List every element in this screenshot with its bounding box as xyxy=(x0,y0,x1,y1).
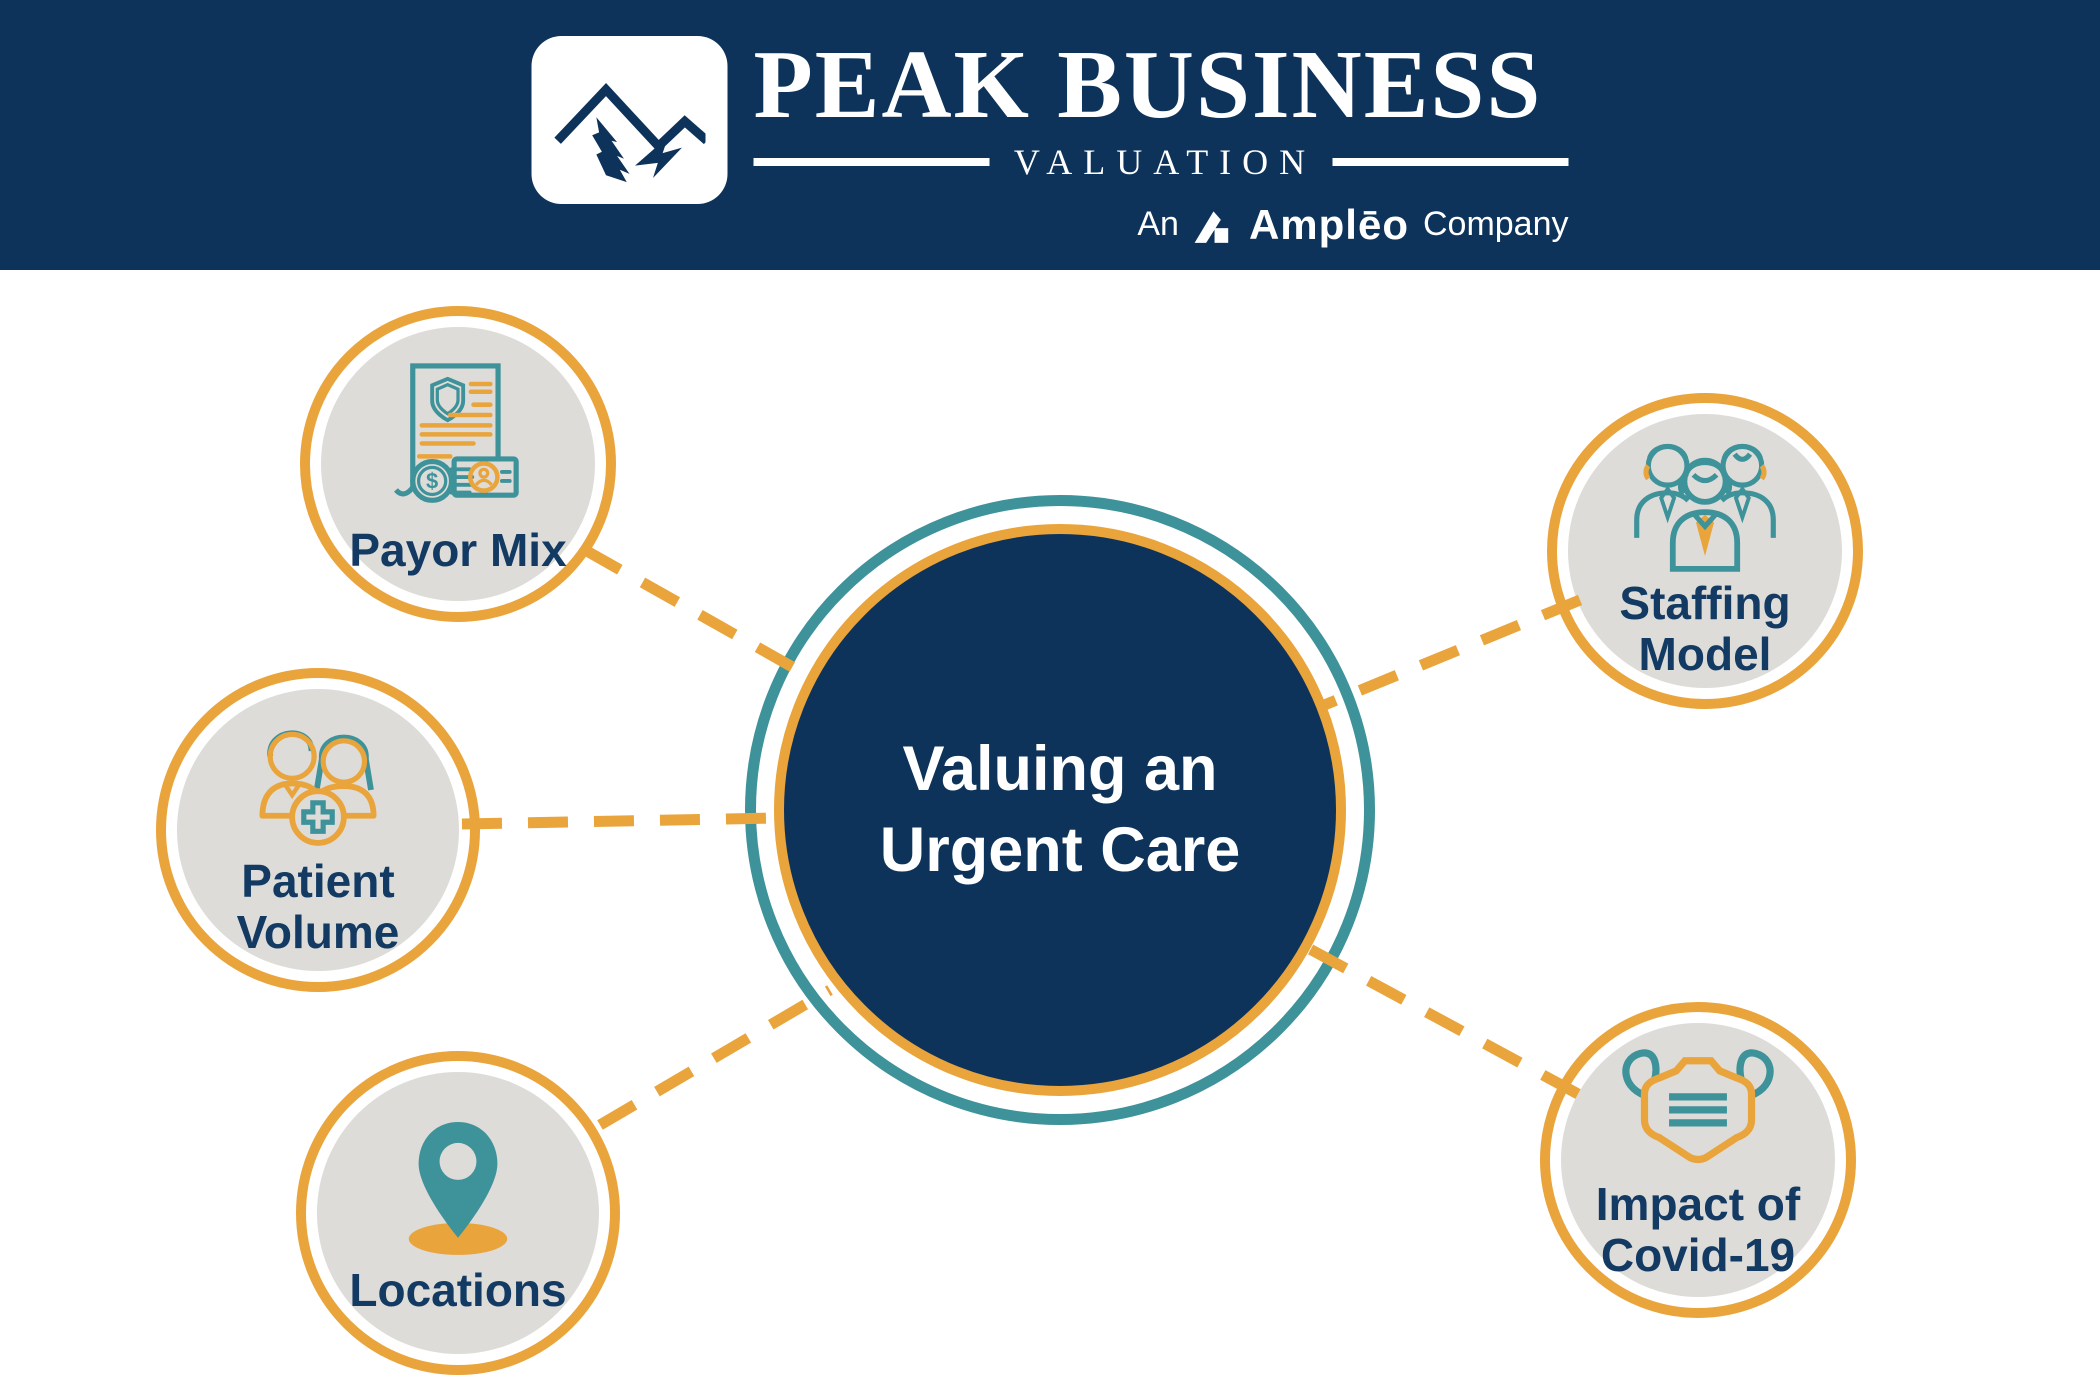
center-title-line1: Valuing an xyxy=(902,734,1218,805)
connector-locations xyxy=(597,985,833,1130)
node-locations-label: Locations xyxy=(349,1263,567,1316)
connector-staffing-model xyxy=(1319,594,1583,712)
brand-text-block: PEAK BUSINESS VALUATION An Amplēo Compan… xyxy=(753,31,1569,249)
patients-icon xyxy=(259,730,377,847)
connector-patient-volume xyxy=(461,812,779,830)
node-patient-volume-bg: Patient Volume xyxy=(177,689,459,971)
subtitle-rule-right xyxy=(1332,157,1569,166)
staff-team-icon xyxy=(1634,444,1776,573)
node-payor-mix-label: Payor Mix xyxy=(349,523,567,576)
ampleo-byline: An Amplēo Company xyxy=(1137,201,1568,249)
node-locations-bg: Locations xyxy=(317,1072,599,1354)
node-impact-covid-label: Impact of Covid-19 xyxy=(1595,1178,1801,1281)
logo-group: PEAK BUSINESS VALUATION An Amplēo Compan… xyxy=(531,0,1569,249)
node-staffing-model-label: Staffing Model xyxy=(1619,577,1791,680)
insurance-document-icon: $ xyxy=(394,363,519,503)
brand-title: PEAK BUSINESS xyxy=(753,31,1543,138)
center-node-valuing-urgent-care: Valuing an Urgent Care xyxy=(745,495,1375,1125)
node-impact-covid: Impact of Covid-19 xyxy=(1540,1002,1856,1318)
byline-brand: Amplēo xyxy=(1248,200,1409,248)
node-patient-volume-label: Patient Volume xyxy=(236,855,400,958)
node-patient-volume: Patient Volume xyxy=(156,668,480,992)
center-title-line2: Urgent Care xyxy=(879,815,1241,885)
peak-logo-box xyxy=(531,36,728,204)
brand-subtitle-row: VALUATION xyxy=(753,141,1569,183)
node-impact-covid-bg: Impact of Covid-19 xyxy=(1561,1023,1835,1297)
subtitle-rule-left xyxy=(753,157,990,166)
byline-prefix: An xyxy=(1137,205,1179,244)
map-pin-icon xyxy=(408,1121,508,1255)
svg-text:$: $ xyxy=(426,468,438,493)
node-payor-mix-bg: $ Payor Mix xyxy=(321,327,595,601)
node-staffing-model: Staffing Model xyxy=(1547,393,1863,709)
mountain-logo-icon xyxy=(554,83,706,183)
node-staffing-model-bg: Staffing Model xyxy=(1568,414,1842,688)
ampleo-mark-icon xyxy=(1195,211,1229,243)
center-node-inner: Valuing an Urgent Care xyxy=(774,524,1346,1096)
face-mask-icon xyxy=(1622,1049,1774,1164)
connector-impact-covid xyxy=(1305,943,1581,1099)
brand-subtitle: VALUATION xyxy=(1013,141,1317,182)
center-title: Valuing an Urgent Care xyxy=(880,729,1241,890)
connector-payor-mix xyxy=(582,545,815,683)
byline-suffix: Company xyxy=(1422,205,1569,244)
node-locations: Locations xyxy=(296,1051,620,1375)
header-banner: PEAK BUSINESS VALUATION An Amplēo Compan… xyxy=(0,0,2100,270)
node-payor-mix: $ Payor Mix xyxy=(300,306,616,622)
